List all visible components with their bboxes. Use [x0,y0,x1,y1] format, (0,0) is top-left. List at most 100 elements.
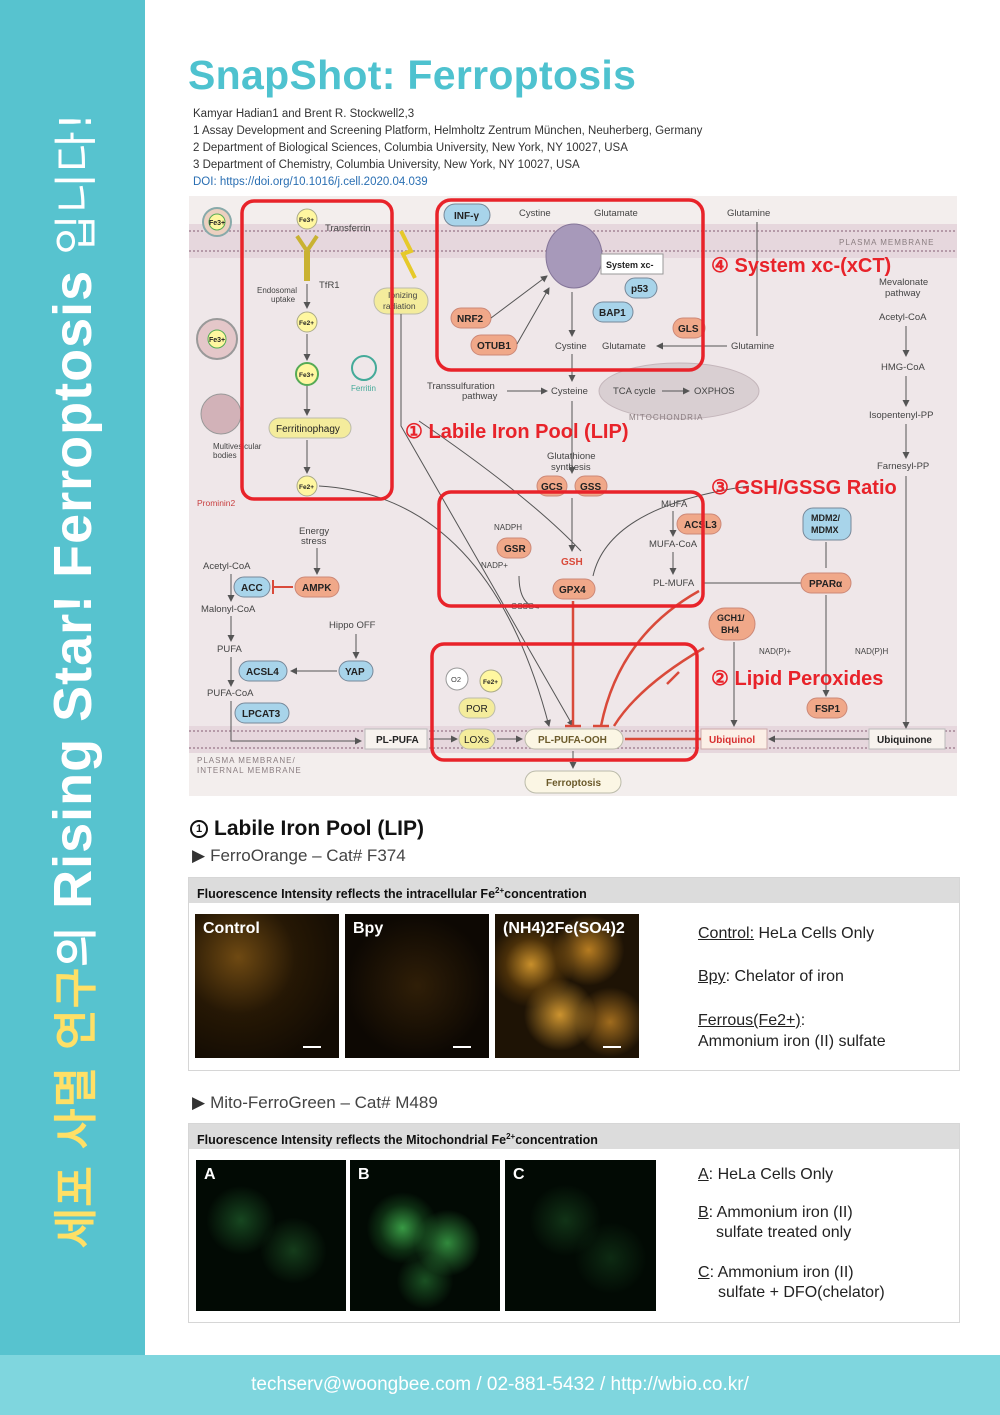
fsp1-node: FSP1 [815,704,840,715]
micrograph-label: C [513,1166,525,1183]
system-xc-transporter [545,223,603,289]
svg-text:Transsulfuration: Transsulfuration [427,381,495,392]
svg-text:NAD(P)+: NAD(P)+ [759,647,792,656]
svg-text:PL-MUFA: PL-MUFA [653,578,695,589]
svg-text:Multivesicular: Multivesicular [213,442,262,451]
desc-bpy: Bpy: Chelator of iron [698,968,844,985]
svg-text:uptake: uptake [271,295,296,304]
svg-text:GCH1/: GCH1/ [717,613,745,623]
svg-text:Fe3+: Fe3+ [299,217,314,224]
svg-text:OXPHOS: OXPHOS [694,386,735,397]
sidebar: 세포 사멸 연구의 Rising Star! Ferroptosis 입니다! [0,0,145,1355]
section-title: Labile Iron Pool (LIP) [214,817,424,840]
svg-text:Fe2+: Fe2+ [299,484,314,491]
ubiquinone-label: Ubiquinone [877,735,932,746]
footer: techserv@woongbee.com / 02-881-5432 / ht… [0,1355,1000,1415]
ferroptosis-pathway-diagram: PLASMA MEMBRANE PLASMA MEMBRANE/ INTERNA… [189,196,957,796]
callout-label-lip: ① Labile Iron Pool (LIP) [405,421,629,443]
cysteine-label: Cysteine [551,386,588,397]
svg-text:Glutamate: Glutamate [594,208,638,219]
ampk-node: AMPK [302,583,332,594]
svg-text:stress: stress [301,536,327,547]
scale-bar [303,1046,321,1048]
affiliation-2: 2 Department of Biological Sciences, Col… [193,142,628,154]
svg-text:Farnesyl-PP: Farnesyl-PP [877,461,929,472]
pm-internal-label-2: INTERNAL MEMBRANE [197,766,302,775]
svg-text:MUFA: MUFA [661,499,688,510]
affiliation-3: 3 Department of Chemistry, Columbia Univ… [193,159,580,171]
scale-bar [603,1046,621,1048]
micrograph-label: Control [203,920,260,937]
acc-node: ACC [241,583,263,594]
svg-text:pathway: pathway [462,391,498,402]
svg-text:Energy: Energy [299,526,329,537]
authors: Kamyar Hadian1 and Brent R. Stockwell2,3 [193,108,415,120]
desc-b: B: Ammonium iron (II) [698,1204,853,1221]
svg-text:MDMX: MDMX [811,525,839,535]
desc-c-continued: sulfate + DFO(chelator) [718,1284,885,1301]
sidebar-text-rising-star: Rising Star! Ferroptosis [43,269,103,909]
sidebar-text-ending: 입니다! [51,111,102,270]
svg-text:Hippo OFF: Hippo OFF [329,620,376,631]
svg-text:NADP+: NADP+ [481,561,508,570]
mito-ferrogreen-panel-header: Fluorescence Intensity reflects the Mito… [189,1124,959,1149]
micrograph-a: A [196,1160,346,1311]
ubiquinol-label: Ubiquinol [709,735,755,746]
product-mito-ferrogreen-name: Mito-FerroGreen – Cat# M489 [210,1093,438,1112]
pl-pufa-label: PL-PUFA [376,735,419,746]
nrf2-node: NRF2 [457,314,484,325]
micrograph-bpy: Bpy [345,914,489,1058]
micrograph-c: C [505,1160,656,1311]
gcs-node: GCS [541,482,563,493]
sidebar-vertical-title: 세포 사멸 연구의 Rising Star! Ferroptosis 입니다! [40,30,104,1330]
svg-text:Isopentenyl-PP: Isopentenyl-PP [869,410,933,421]
prominin2-label: Prominin2 [197,498,236,508]
svg-text:radiation: radiation [383,301,416,311]
product-ferroorange: ▶FerroOrange – Cat# F374 [192,846,406,866]
bap1-node: BAP1 [599,308,626,319]
pm-internal-label-1: PLASMA MEMBRANE/ [197,756,296,765]
desc-ferrous-detail: Ammonium iron (II) sulfate [698,1033,886,1050]
svg-text:synthesis: synthesis [551,462,591,473]
svg-text:Glutamate: Glutamate [602,341,646,352]
ppara-node: PPARα [809,579,843,590]
svg-text:pathway: pathway [885,288,921,299]
svg-text:BH4: BH4 [721,625,739,635]
svg-text:PUFA: PUFA [217,644,242,655]
svg-text:MUFA-CoA: MUFA-CoA [649,539,698,550]
svg-text:Mevalonate: Mevalonate [879,277,928,288]
svg-text:bodies: bodies [213,451,237,460]
svg-text:Fe3+: Fe3+ [209,220,225,227]
gsh-label: GSH [561,557,583,568]
svg-text:TfR1: TfR1 [319,280,340,291]
doi-link[interactable]: DOI: https://doi.org/10.1016/j.cell.2020… [193,176,428,188]
lpcat3-node: LPCAT3 [242,709,281,720]
infg-node: INF-γ [454,211,479,222]
sidebar-text-particle: 의 [51,908,102,967]
svg-text:Glutamine: Glutamine [731,341,774,352]
section-number: 1 [190,820,208,838]
page-title: SnapShot: Ferroptosis [188,52,637,98]
gsr-node: GSR [504,544,526,555]
svg-text:Acetyl-CoA: Acetyl-CoA [879,312,927,323]
svg-text:Cystine: Cystine [519,208,551,219]
acsl4-node: ACSL4 [246,667,279,678]
footer-contact[interactable]: techserv@woongbee.com / 02-881-5432 / ht… [251,1374,749,1395]
por-node: POR [466,704,488,715]
micrograph-label: (NH4)2Fe(SO4)2 [503,920,625,937]
transferrin-label: Transferrin [325,223,371,234]
micrograph-label: Bpy [353,920,384,937]
gpx4-node: GPX4 [559,585,586,596]
svg-text:Acetyl-CoA: Acetyl-CoA [203,561,251,572]
system-xc-label: System xc- [606,260,654,270]
callout-label-xct: ④ System xc-(xCT) [711,255,891,277]
svg-text:Cystine: Cystine [555,341,587,352]
callout-box-xct [435,198,705,372]
mitochondria-label: MITOCHONDRIA [629,413,704,422]
svg-text:PUFA-CoA: PUFA-CoA [207,688,254,699]
otub1-node: OTUB1 [477,341,511,352]
svg-text:Glutamine: Glutamine [727,208,770,219]
callout-box-lipid [430,642,699,762]
ferritinophagy-node: Ferritinophagy [276,424,340,435]
pl-pufa-ooh-node: PL-PUFA-OOH [538,735,607,746]
